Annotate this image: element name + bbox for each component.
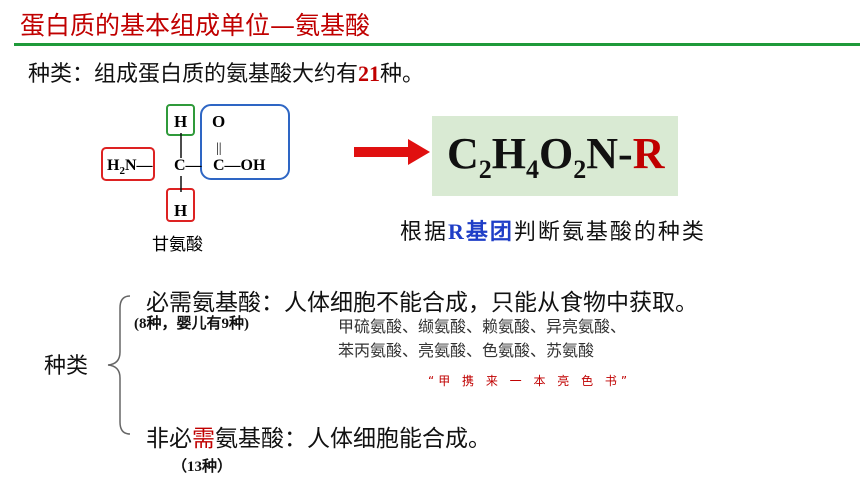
nonessential-count: （13种） — [172, 459, 233, 475]
amine-label: H2N— — [107, 157, 154, 177]
amine-red-box — [101, 147, 155, 181]
carboxyl-label: C—OH — [213, 157, 266, 174]
general-formula: C2H4O2N-R — [447, 129, 665, 184]
kinds-statement: 种类：组成蛋白质的氨基酸大约有21种。 — [28, 56, 424, 88]
o-label: O — [212, 112, 225, 131]
title-divider — [14, 43, 860, 46]
nonessential-title: 非必需氨基酸：人体细胞能合成。 — [146, 426, 491, 452]
essential-title: 必需氨基酸：人体细胞不能合成，只能从食物中获取。 — [146, 290, 698, 316]
slide-title: 蛋白质的基本组成单位—氨基酸 — [20, 11, 371, 40]
r-group-symbol: R — [632, 129, 665, 178]
kinds-number: 21 — [358, 61, 381, 86]
classification-label: 种类 — [44, 354, 89, 379]
glycine-caption: 甘氨酸 — [152, 235, 203, 254]
kinds-prefix: 种类：组成蛋白质的氨基酸大约有 — [28, 62, 359, 87]
kinds-suffix: 种。 — [380, 62, 425, 87]
arrow-right-icon — [354, 139, 430, 165]
classification-brace — [107, 295, 131, 435]
mnemonic: “甲 携 来 一 本 亮 色 书” — [428, 374, 632, 388]
essential-list-line1: 甲硫氨酸、缬氨酸、赖氨酸、异亮氨酸、 — [338, 317, 627, 336]
r-group-note: 根据R基团判断氨基酸的种类 — [400, 219, 706, 245]
general-formula-box — [432, 116, 678, 196]
h-top-label: H — [174, 112, 187, 131]
alpha-carbon-label: C— — [174, 157, 203, 174]
carboxyl-blue-box — [200, 104, 290, 180]
essential-count: (8种，婴儿有9种) — [134, 316, 249, 332]
double-bond-mark: || — [216, 141, 222, 156]
h-bottom-label: H — [174, 201, 187, 220]
essential-list-line2: 苯丙氨酸、亮氨酸、色氨酸、苏氨酸 — [338, 341, 595, 360]
glycine-structure: H O || H2N— C— C—OH H 甘氨酸 — [101, 104, 290, 254]
